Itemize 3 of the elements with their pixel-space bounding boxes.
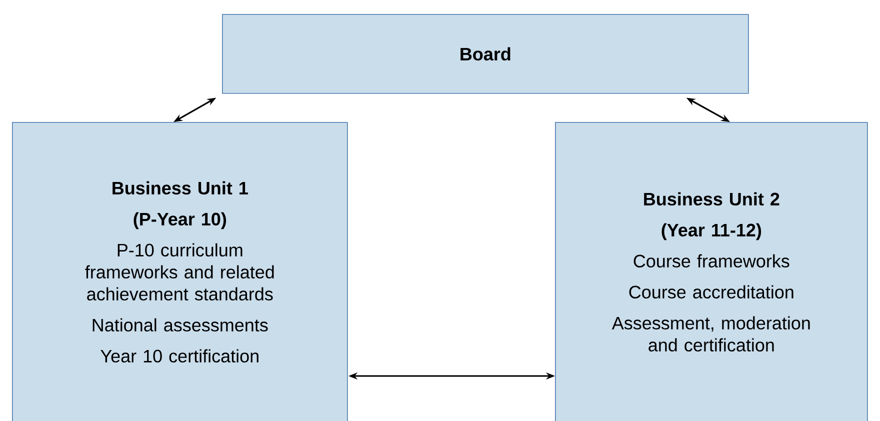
unit-box: Business Unit 1 (P-Year 10) P-10 curriculum frameworks and related achievement standards National assessments Year 10 certification (12, 122, 348, 421)
unit-box: Business Unit 2 (Year 11-12) Course frameworks Course accreditation Assessment, moderation and certification (555, 122, 868, 421)
unit-box: Board (222, 14, 749, 94)
